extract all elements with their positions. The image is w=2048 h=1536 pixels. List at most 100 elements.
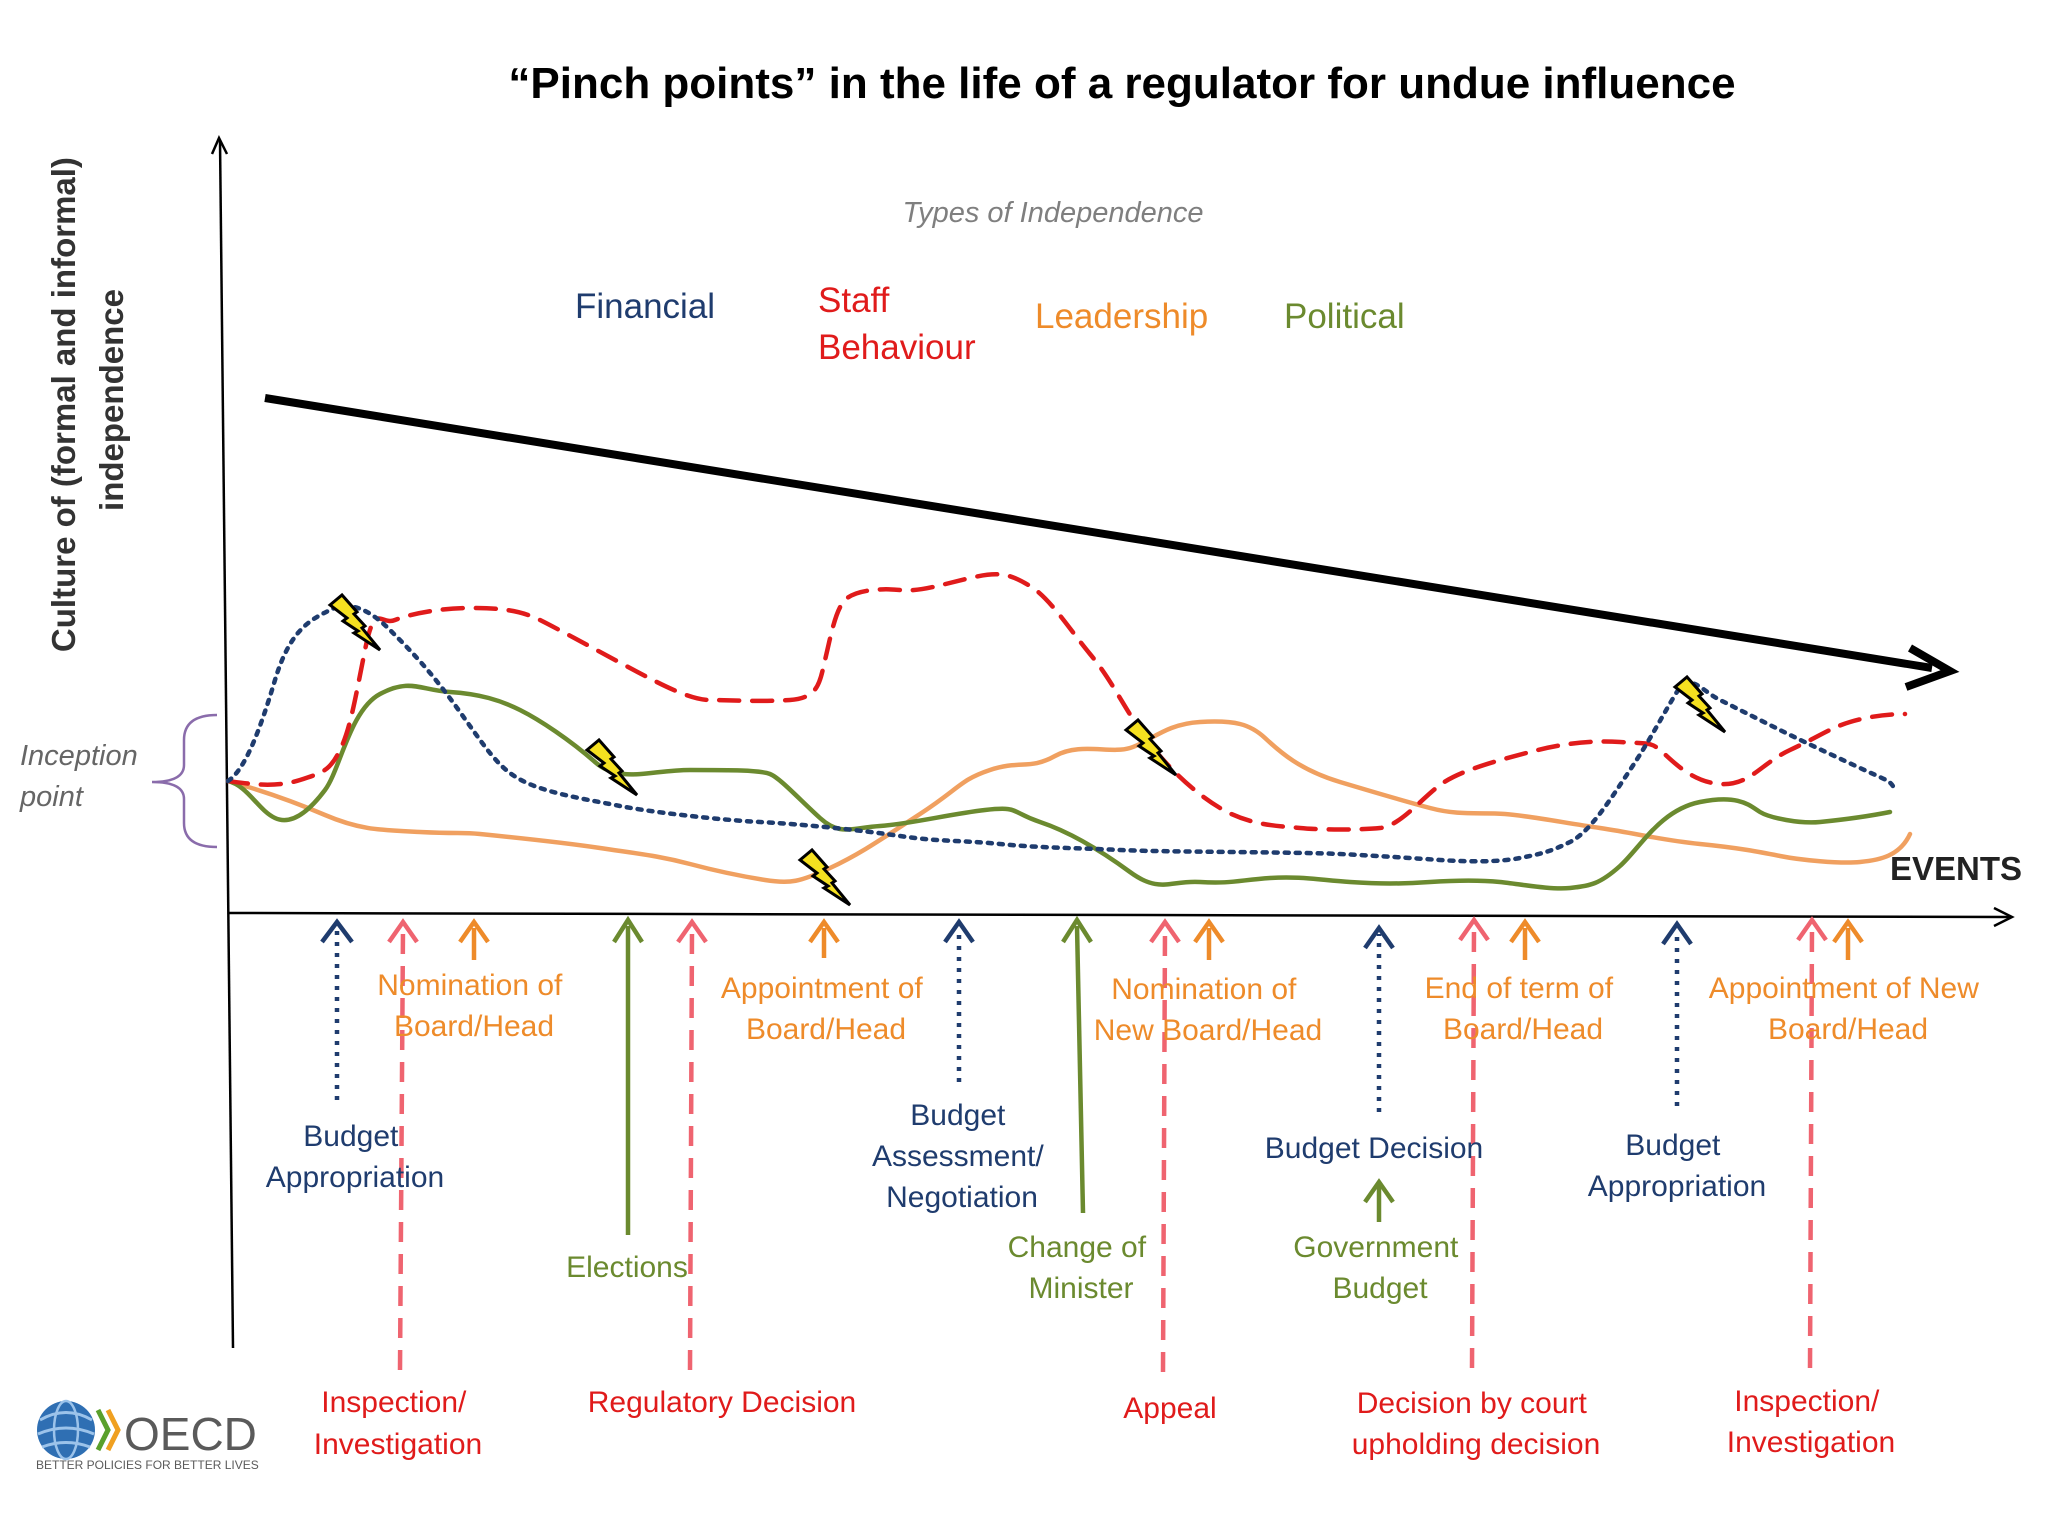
- label-line: Budget: [1332, 1272, 1428, 1305]
- event-arrow-appointment: [808, 918, 840, 958]
- label-line: Board/Head: [1768, 1013, 1928, 1046]
- event-arrow-nomination: [458, 918, 490, 960]
- label-line: End of term of: [1425, 972, 1614, 1005]
- legend-item-financial: Financial: [575, 287, 715, 326]
- event-label-budget-decision: Budget Decision: [1265, 1132, 1483, 1165]
- axes: [210, 135, 2015, 1349]
- label-line: Investigation: [314, 1428, 482, 1461]
- event-arrow-nomination-new: [1193, 918, 1225, 960]
- event-label-nomination-new: Nomination of New Board/Head: [1094, 973, 1322, 1047]
- inception-point-label: Inception point: [19, 740, 146, 813]
- curve-political: [225, 683, 1893, 891]
- event-arrow-end-of-term: [1509, 918, 1541, 960]
- logo-tagline: BETTER POLICIES FOR BETTER LIVES: [36, 1458, 259, 1472]
- label-line: Nomination of: [377, 969, 563, 1002]
- event-label-budget-appropriation-2: Budget Appropriation: [1588, 1129, 1766, 1203]
- label-line: Budget: [910, 1099, 1006, 1132]
- label-line: Board/Head: [394, 1010, 554, 1043]
- label-line: New Board/Head: [1094, 1014, 1322, 1047]
- label-line: Budget: [303, 1120, 399, 1153]
- curve-financial: [225, 603, 1898, 864]
- logo-brand: OECD: [124, 1408, 257, 1460]
- legend-heading: Types of Independence: [903, 197, 1204, 229]
- label-line: Negotiation: [886, 1181, 1038, 1214]
- label-line: Budget: [1625, 1129, 1721, 1162]
- label-line: Decision by court: [1357, 1387, 1588, 1420]
- event-label-government-budget: Government Budget: [1293, 1231, 1466, 1305]
- y-axis: [218, 139, 235, 1349]
- event-label-budget-appropriation-1: Budget Appropriation: [266, 1120, 444, 1194]
- label-line: Government: [1293, 1231, 1459, 1264]
- event-arrow-elections: [612, 915, 644, 1235]
- legend: Types of Independence Financial Staff Be…: [575, 197, 1405, 367]
- event-labels: Budget Appropriation Inspection/ Investi…: [266, 969, 1988, 1461]
- event-label-end-of-term: End of term of Board/Head: [1425, 972, 1622, 1046]
- event-arrow-appointment-new: [1832, 918, 1864, 960]
- x-axis-label: EVENTS: [1890, 850, 2022, 887]
- event-label-nomination: Nomination of Board/Head: [377, 969, 570, 1043]
- label-line: Change of: [1008, 1231, 1147, 1264]
- label-line: Board/Head: [1443, 1013, 1603, 1046]
- event-label-budget-assessment: Budget Assessment/ Negotiation: [872, 1099, 1052, 1214]
- event-label-regulatory-decision: Regulatory Decision: [588, 1386, 856, 1419]
- y-axis-label-line-2: independence: [93, 289, 130, 511]
- chevrons-icon: [95, 1408, 121, 1452]
- y-axis-arrowhead: [210, 135, 229, 155]
- event-arrow-inspection-2: [1796, 916, 1828, 1369]
- trend-line: [264, 394, 1933, 672]
- event-arrow-budget-appropriation-1: [320, 918, 354, 1100]
- event-label-inspection-2: Inspection/ Investigation: [1727, 1385, 1895, 1459]
- event-label-appeal: Appeal: [1123, 1392, 1216, 1425]
- y-axis-label: Culture of (formal and informal) indepen…: [45, 148, 130, 652]
- y-axis-label-line-1: Culture of (formal and informal): [45, 157, 82, 652]
- event-arrow-court-decision: [1458, 916, 1490, 1369]
- legend-item-staff-line-2: Behaviour: [818, 328, 976, 367]
- inception-label-line-1: Inception: [20, 740, 138, 772]
- label-line: Nomination of: [1111, 973, 1297, 1006]
- legend-item-political: Political: [1284, 297, 1405, 336]
- label-line: Inspection/: [321, 1386, 467, 1419]
- event-arrow-change-of-minister: [1061, 915, 1093, 1214]
- label-line: upholding decision: [1352, 1428, 1601, 1461]
- event-arrow-appeal: [1149, 918, 1181, 1373]
- legend-item-leadership: Leadership: [1035, 297, 1208, 336]
- label-line: Appointment of: [721, 972, 923, 1005]
- event-label-inspection-1: Inspection/ Investigation: [314, 1386, 482, 1461]
- event-label-change-of-minister: Change of Minister: [1008, 1231, 1155, 1305]
- label-line: Investigation: [1727, 1426, 1895, 1459]
- inception-brace: [151, 713, 218, 849]
- legend-item-staff: Staff Behaviour: [818, 281, 976, 367]
- inception-point: Inception point: [19, 713, 218, 849]
- inception-label-line-2: point: [19, 781, 85, 813]
- event-arrow-regulatory-decision: [676, 918, 708, 1371]
- event-arrows: [320, 915, 1864, 1373]
- lightning-icon: [1123, 717, 1178, 777]
- lightning-icon: [1672, 674, 1727, 734]
- x-axis-arrowhead: [1993, 906, 2015, 928]
- lightning-icon: [584, 737, 639, 797]
- oecd-logo: OECD BETTER POLICIES FOR BETTER LIVES: [36, 1399, 259, 1472]
- x-axis: [227, 911, 2011, 919]
- label-line: Inspection/: [1734, 1385, 1880, 1418]
- legend-item-staff-line-1: Staff: [818, 281, 890, 320]
- label-line: Minister: [1028, 1272, 1133, 1305]
- globe-icon: [37, 1399, 95, 1461]
- lightning-icon: [327, 592, 382, 652]
- event-label-elections: Elections: [566, 1251, 688, 1284]
- event-arrow-budget-appropriation-2: [1661, 920, 1693, 1106]
- label-line: Appointment of New: [1709, 972, 1979, 1005]
- lightning-icon: [797, 847, 852, 907]
- event-label-appointment: Appointment of Board/Head: [721, 972, 931, 1046]
- event-arrow-budget-decision: [1363, 924, 1395, 1112]
- lightning-bolts: [327, 592, 1727, 907]
- event-label-appointment-new: Appointment of New Board/Head: [1709, 972, 1988, 1046]
- label-line: Board/Head: [746, 1013, 906, 1046]
- event-arrow-government-budget: [1363, 1178, 1395, 1222]
- label-line: Assessment/: [872, 1140, 1044, 1173]
- trend-arrowhead: [1904, 644, 1960, 691]
- page-title: “Pinch points” in the life of a regulato…: [508, 59, 1735, 108]
- curve-leadership: [225, 719, 1913, 885]
- declining-trend-arrow: [264, 394, 1960, 691]
- label-line: Appropriation: [1588, 1170, 1766, 1203]
